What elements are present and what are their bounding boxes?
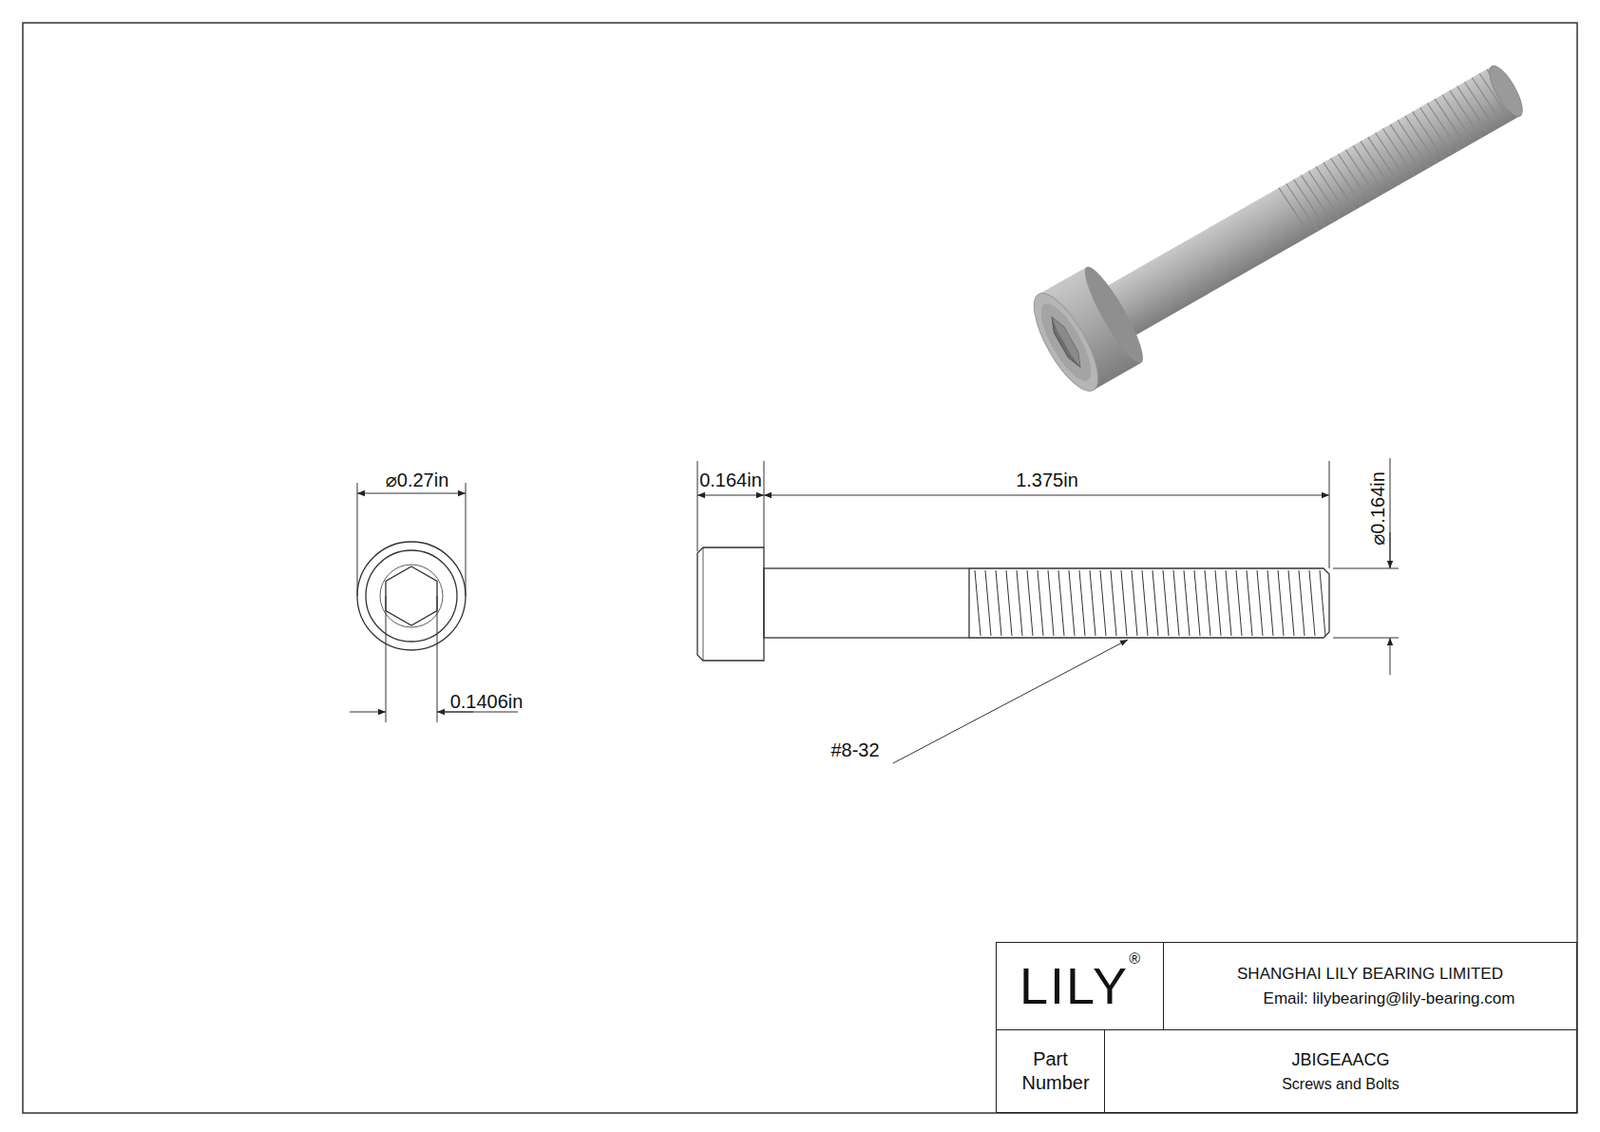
thread-stroke (1121, 570, 1127, 636)
thread-stroke (1442, 93, 1474, 145)
thread-stroke (1382, 126, 1414, 178)
thread-stroke (1006, 570, 1012, 636)
logo-group: LILY® (1019, 947, 1141, 1025)
thread-stroke (1173, 570, 1180, 636)
side-view (697, 457, 1399, 763)
company-cell: SHANGHAI LILY BEARING LIMITEDEmail: lily… (1162, 941, 1578, 1030)
thread-stroke (1412, 109, 1445, 161)
thread-stroke (1027, 570, 1033, 636)
part-number: JBIGEAACG (1291, 1047, 1390, 1073)
company-name: SHANGHAI LILY BEARING LIMITED (1237, 961, 1504, 987)
company-email: Email: lilybearing@lily-bearing.com (1263, 986, 1516, 1011)
thread-stroke (1257, 570, 1263, 636)
thread-stroke (1089, 570, 1096, 636)
thread-callout: #8-32 (830, 740, 879, 760)
part-number-cell: JBIGEAACGScrews and Bolts (1104, 1028, 1578, 1113)
part-category: Screws and Bolts (1281, 1072, 1400, 1096)
logo-cell: LILY® (995, 941, 1164, 1030)
thread-stroke (1267, 570, 1274, 636)
thread-stroke (1427, 101, 1459, 153)
thread-stroke (1288, 570, 1295, 636)
thread-stroke (1434, 96, 1467, 149)
thread-stroke (1338, 152, 1371, 204)
thread-stroke (1079, 570, 1086, 636)
thread-stroke (1286, 181, 1318, 233)
thread-stroke (1152, 570, 1159, 636)
thread-stroke (1397, 117, 1429, 170)
thread-stroke (1236, 570, 1242, 636)
thread-stroke (1309, 570, 1315, 636)
thread-stroke (1375, 131, 1408, 183)
thread-stroke (1368, 134, 1400, 187)
thread-stroke (1162, 570, 1169, 636)
thread-stroke (1449, 88, 1482, 140)
part-number-heading-cell: Part Number (995, 1028, 1105, 1113)
thread-stroke (1183, 570, 1190, 636)
thread-stroke (1300, 172, 1333, 225)
head-height-dimension: 0.164in (699, 470, 762, 490)
diameter-dimension: ⌀0.164in (1368, 471, 1388, 546)
thread-stroke (985, 570, 991, 636)
registered-mark: ® (1128, 947, 1141, 971)
thread-stroke (1298, 570, 1305, 636)
length-dimension: 1.375in (1015, 470, 1079, 490)
thread-stroke (1360, 139, 1392, 191)
thread-stroke (1420, 105, 1452, 157)
thread-stroke (1246, 570, 1253, 636)
thread-stroke (1331, 155, 1363, 208)
thread-stroke (1110, 570, 1117, 636)
thread-stroke (1100, 570, 1106, 636)
thread-stroke (1390, 122, 1422, 174)
thread-stroke (1464, 79, 1496, 132)
thread-stroke (1194, 570, 1200, 636)
thread-stroke (1016, 570, 1023, 636)
thread-stroke (1047, 570, 1054, 636)
thread-stroke (1131, 570, 1138, 636)
thread-stroke (1277, 570, 1284, 636)
thread-stroke (1294, 177, 1326, 229)
thread-stroke (1215, 570, 1221, 636)
logo-text: LILY (1019, 947, 1129, 1025)
thread-stroke (974, 570, 981, 636)
end-view (349, 482, 518, 723)
socket-dimension: 0.1406in (450, 691, 524, 711)
thread-stroke (1142, 570, 1148, 636)
thread-stroke (1323, 160, 1355, 212)
thread-stroke (1405, 114, 1437, 166)
thread-stroke (1278, 186, 1311, 238)
thread-stroke (1315, 164, 1348, 216)
thread-stroke (1352, 143, 1385, 195)
thread-stroke (1058, 570, 1065, 636)
thread-stroke (1345, 148, 1377, 200)
cell-heading: Part Number (1022, 1047, 1080, 1095)
thread-stroke (1068, 570, 1075, 636)
thread-stroke (995, 570, 1002, 636)
thread-stroke (1225, 570, 1232, 636)
sheet-border (22, 22, 1578, 1113)
thread-stroke (1308, 169, 1340, 221)
thread-stroke (1204, 570, 1211, 636)
thread-stroke (1037, 570, 1044, 636)
thread-stroke (1319, 570, 1326, 636)
thread-stroke (1457, 84, 1489, 136)
diameter-dimension: ⌀0.27in (385, 470, 450, 490)
screw-3d-view (1022, 38, 1543, 400)
